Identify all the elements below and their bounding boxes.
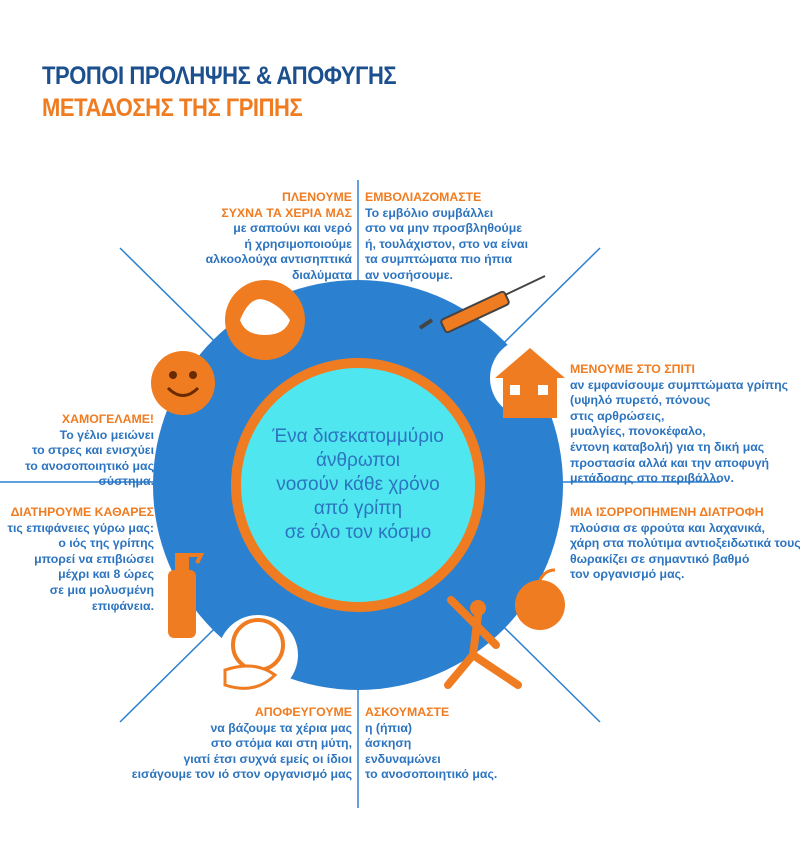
section-text: επιφάνεια. (91, 598, 154, 613)
section-text: αν νοσήσουμε. (365, 267, 453, 282)
section-text: ή, τουλάχιστον, στο να είναι (365, 236, 529, 251)
cover-mouth-icon (218, 615, 298, 695)
center-line: νοσούν κάθε χρόνο (276, 474, 440, 495)
center-line: Ένα δισεκατομμύριο (272, 426, 444, 447)
section-text: στο να μην προσβληθούμε (365, 221, 523, 236)
section-text: αν εμφανίσουμε συμπτώματα γρίπης (570, 377, 789, 392)
section-text: τον οργανισμό μας. (570, 567, 685, 582)
title-line-2: ΜΕΤΑΔΟΣΗΣ ΤΗΣ ΓΡΙΠΗΣ (42, 94, 303, 122)
center-statement: Ένα δισεκατομμύριο άνθρωποι νοσούν κάθε … (248, 425, 468, 545)
section-text: διαλύματα (291, 267, 352, 282)
house-icon (490, 338, 570, 418)
section-text: θωρακίζει σε σημαντικό βαθμό (570, 551, 750, 566)
section-text: εισάγουμε τον ιό στον οργανισμό μας (131, 767, 352, 782)
section-heading: ΔΙΑΤΗΡΟΥΜΕ ΚΑΘΑΡΕΣ (10, 505, 154, 519)
section-text: στο στόμα και στη μύτη, (210, 736, 352, 751)
section-text: σε μια μολυσμένη (49, 582, 154, 597)
section-text: να βάζουμε τα χέρια μας (210, 720, 352, 735)
section-diet: ΜΙΑ ΙΣΟΡΡΟΠΗΜΕΝΗ ΔΙΑΤΡΟΦΗ πλούσια σε φρο… (570, 505, 800, 583)
section-clean-surfaces: ΔΙΑΤΗΡΟΥΜΕ ΚΑΘΑΡΕΣ τις επιφάνειες γύρω μ… (8, 505, 154, 614)
center-line: σε όλο τον κόσμο (284, 522, 432, 543)
section-text: με σαπούνι και νερό (233, 221, 352, 236)
section-text: χάρη στα πολύτιμα αντιοξειδωτικά τους, (570, 536, 800, 551)
section-text: έντονη καταβολή) για τη δική μας (570, 439, 765, 454)
inner-cyan-circle (241, 368, 475, 602)
section-heading: ΠΛΕΝΟΥΜΕ (281, 190, 352, 204)
syringe-icon (418, 275, 546, 334)
section-stay-home: ΜΕΝΟΥΜΕ ΣΤΟ ΣΠΙΤΙ αν εμφανίσουμε συμπτώμ… (570, 362, 788, 487)
section-text: (υψηλό πυρετό, πόνους (570, 393, 711, 408)
section-text: Το εμβόλιο συμβάλλει (365, 205, 494, 220)
section-text: τα συμπτώματα πιο ήπια (365, 252, 513, 267)
section-heading: ΣΥΧΝΑ ΤΑ ΧΕΡΙΑ ΜΑΣ (221, 205, 352, 220)
center-line: άνθρωποι (315, 450, 401, 471)
section-heading: ΑΠΟΦΕΥΓΟΥΜΕ (254, 705, 352, 719)
section-exercise: ΑΣΚΟΥΜΑΣΤΕ η (ήπια) άσκηση ενδυναμώνει τ… (365, 705, 497, 783)
section-text: τις επιφάνειες γύρω μας: (7, 520, 154, 535)
section-heading: ΧΑΜΟΓΕΛΑΜΕ! (61, 412, 154, 426)
section-text: μετάδοσης στο περιβάλλον. (570, 471, 734, 486)
section-heading: ΜΕΝΟΥΜΕ ΣΤΟ ΣΠΙΤΙ (570, 362, 695, 376)
section-text: σύστημα. (98, 474, 154, 489)
section-text: η (ήπια) (365, 720, 413, 735)
section-heading: ΕΜΒΟΛΙΑΖΟΜΑΣΤΕ (365, 190, 482, 204)
title-line-1: ΤΡΟΠΟΙ ΠΡΟΛΗΨΗΣ & ΑΠΟΦΥΓΗΣ (42, 62, 397, 90)
spray-bottle-icon (168, 553, 205, 638)
section-heading: ΑΣΚΟΥΜΑΣΤΕ (365, 705, 450, 719)
section-text: προστασία αλλά και την αποφυγή (570, 455, 770, 470)
smiley-icon (151, 351, 215, 415)
section-text: Το γέλιο μειώνει (59, 427, 154, 442)
section-text: το στρες και ενισχύει (31, 443, 154, 458)
section-text: άσκηση (365, 736, 412, 751)
apple-icon (515, 568, 565, 630)
section-text: γιατί έτσι συχνά εμείς οι ίδιοι (183, 751, 352, 766)
section-avoid-touching: ΑΠΟΦΕΥΓΟΥΜΕ να βάζουμε τα χέρια μας στο … (132, 705, 352, 783)
section-text: πλούσια σε φρούτα και λαχανικά, (570, 520, 765, 535)
section-heading: ΜΙΑ ΙΣΟΡΡΟΠΗΜΕΝΗ ΔΙΑΤΡΟΦΗ (570, 505, 764, 519)
center-line: από γρίπη (313, 498, 403, 519)
section-text: το ανοσοποιητικό μας (25, 458, 154, 473)
section-text: στις αρθρώσεις, (570, 408, 665, 423)
section-text: το ανοσοποιητικό μας. (365, 767, 498, 782)
hand-washing-icon (225, 280, 305, 360)
section-text: αλκοολούχα αντισηπτικά (205, 252, 352, 267)
exercise-icon (444, 596, 522, 689)
section-hand-washing: ΠΛΕΝΟΥΜΕ ΣΥΧΝΑ ΤΑ ΧΕΡΙΑ ΜΑΣ με σαπούνι κ… (206, 190, 352, 284)
section-text: μυαλγίες, πονοκέφαλο, (570, 424, 706, 439)
section-text: ο ιός της γρίπης (58, 536, 154, 551)
section-text: μπορεί να επιβιώσει (34, 551, 154, 566)
section-text: ή χρησιμοποιούμε (244, 236, 352, 251)
section-text: ενδυναμώνει (365, 751, 441, 766)
section-text: μέχρι και 8 ώρες (58, 567, 154, 582)
section-smile: ΧΑΜΟΓΕΛΑΜΕ! Το γέλιο μειώνει το στρες κα… (25, 412, 154, 490)
section-vaccination: ΕΜΒΟΛΙΑΖΟΜΑΣΤΕ Το εμβόλιο συμβάλλει στο … (365, 190, 528, 284)
